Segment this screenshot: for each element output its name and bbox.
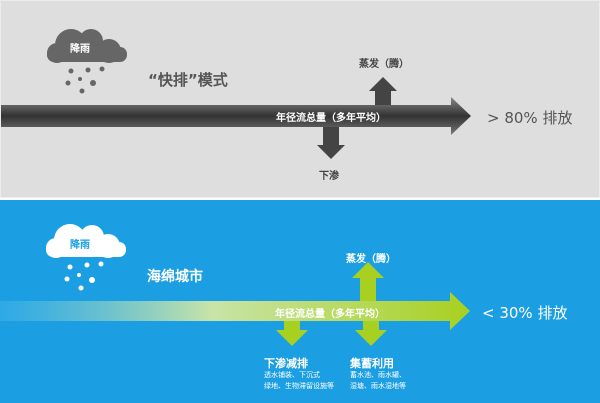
raindrops-icon <box>64 261 104 291</box>
flow-label: 年径流总量（多年平均） <box>276 113 386 124</box>
infiltration-arrow <box>276 321 308 346</box>
rain-label: 降雨 <box>70 44 90 55</box>
fast-drainage-graphics <box>1 29 471 159</box>
sponge-city-panel: 降雨 海绵城市 年径流总量（多年平均） 蒸发（腾） 下渗减排 透水铺装、下沉式 … <box>0 200 600 403</box>
flow-label: 年径流总量（多年平均） <box>275 309 385 320</box>
rain-label: 降雨 <box>70 240 90 251</box>
evaporation-arrow <box>369 77 397 105</box>
flow-arrow <box>0 292 470 330</box>
fast-drainage-panel: 降雨 “快排”模式 年径流总量（多年平均） 蒸发（腾） 下渗 > 80% 排放 <box>0 0 600 198</box>
raindrops-icon <box>65 66 105 94</box>
evaporation-label: 蒸发（腾） <box>359 59 409 70</box>
infiltration-desc-2: 绿地、生物滞留设施等 <box>264 382 334 390</box>
mode-title: 海绵城市 <box>147 269 203 285</box>
storage-desc-1: 蓄水池、雨水罐、 <box>350 371 406 379</box>
cloud-icon <box>47 29 127 63</box>
sponge-city-graphics <box>0 224 470 346</box>
storage-desc-2: 湿塘、雨水湿地等 <box>350 382 406 390</box>
infiltration-label: 下渗 <box>319 171 339 182</box>
evaporation-label: 蒸发（腾） <box>346 254 396 265</box>
storage-label: 集蓄利用 <box>350 357 394 370</box>
discharge-result: > 80% 排放 <box>487 109 573 127</box>
storage-arrow <box>355 321 387 346</box>
flow-arrow <box>1 97 471 135</box>
infiltration-label: 下渗减排 <box>264 357 308 370</box>
infiltration-desc-1: 透水铺装、下沉式 <box>264 371 320 379</box>
evaporation-arrow <box>352 262 384 301</box>
discharge-result: < 30% 排放 <box>482 304 568 322</box>
mode-title: “快排”模式 <box>148 71 228 89</box>
cloud-icon <box>46 224 126 258</box>
infiltration-arrow <box>317 127 345 159</box>
